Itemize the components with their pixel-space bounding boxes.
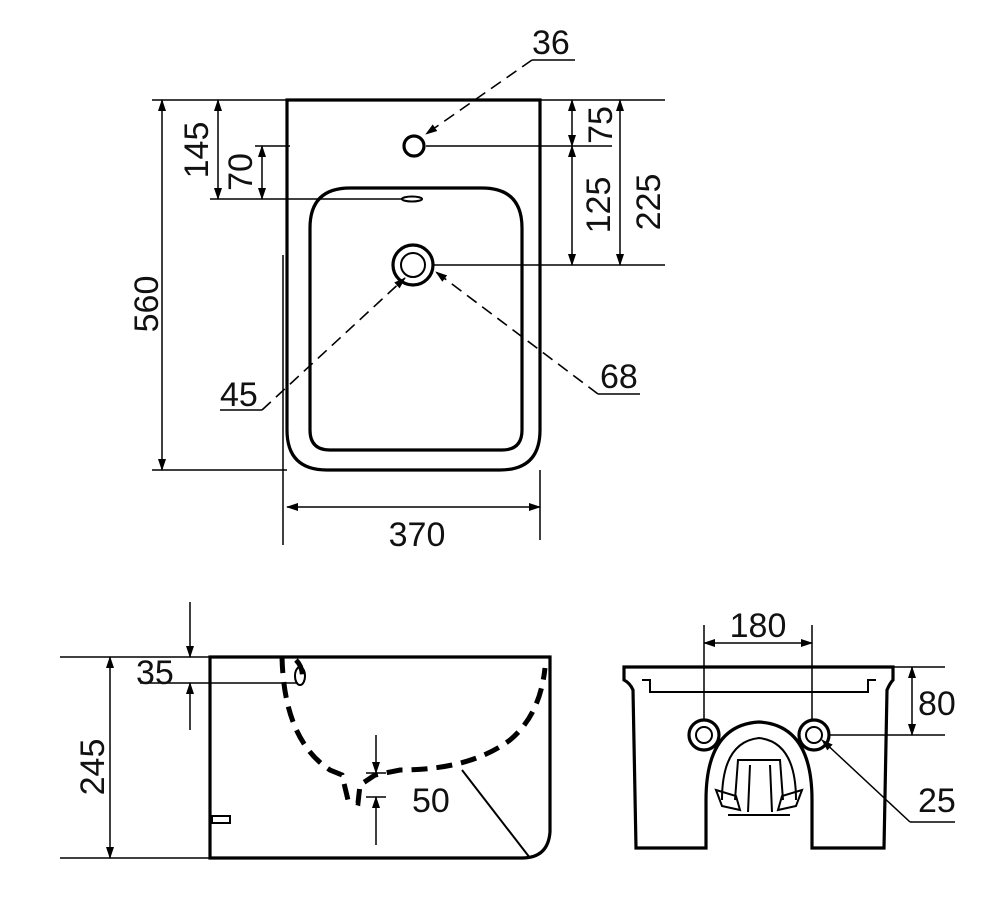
hidden-basin-profile <box>279 656 548 807</box>
top-view: 36 75 145 70 125 225 560 68 45 370 <box>128 24 668 554</box>
side-view: 35 245 50 <box>60 602 552 860</box>
overflow-slot <box>401 195 423 203</box>
side-view-outline <box>208 655 552 860</box>
side-overflow-hole <box>294 666 306 686</box>
dim-70-label: 70 <box>222 153 260 191</box>
leader-25 <box>821 739 911 823</box>
top-view-basin <box>308 186 524 452</box>
dim-145-label: 145 <box>178 122 216 179</box>
dim-75-label: 75 <box>582 106 620 144</box>
fixing-hole-right-inner <box>805 726 823 744</box>
dim-245-label: 245 <box>74 739 112 796</box>
dim-560-label: 560 <box>128 276 166 333</box>
dim-68-label: 68 <box>600 358 638 396</box>
rear-arch-detail-left <box>714 788 742 812</box>
rear-arch-center <box>747 764 751 813</box>
rear-arch-inner <box>721 736 797 801</box>
leader-36 <box>425 59 533 135</box>
drain-outer <box>391 243 435 287</box>
dim-45-label: 45 <box>220 376 258 414</box>
fixing-hole-left <box>687 718 721 752</box>
leader-68 <box>435 271 599 395</box>
dim-125-label: 125 <box>580 177 618 234</box>
dim-35-label: 35 <box>136 654 174 692</box>
side-view-base-slope <box>461 769 531 859</box>
rear-arch-lower <box>734 759 784 801</box>
drain-inner <box>400 252 426 278</box>
dim-180-label: 180 <box>730 607 787 645</box>
dim-225-label: 225 <box>630 174 668 231</box>
fixing-hole-left-inner <box>695 726 713 744</box>
rear-view: 180 80 25 <box>622 607 956 850</box>
rear-arch-detail-right <box>776 788 804 812</box>
fixing-hole-right <box>797 718 831 752</box>
rear-arch-center-2 <box>769 764 773 813</box>
dim-25-label: 25 <box>918 782 956 820</box>
rear-view-outline <box>622 665 895 850</box>
rear-view-inner-line <box>642 679 876 693</box>
wall-fixing <box>211 815 231 824</box>
dim-80-label: 80 <box>918 685 956 723</box>
tap-hole <box>402 134 426 158</box>
dim-36-label: 36 <box>532 24 570 62</box>
top-view-outline <box>285 98 542 472</box>
dim-50-label: 50 <box>412 782 450 820</box>
hidden-overflow <box>294 658 305 683</box>
leader-45 <box>261 277 406 411</box>
dim-370-label: 370 <box>389 516 446 554</box>
